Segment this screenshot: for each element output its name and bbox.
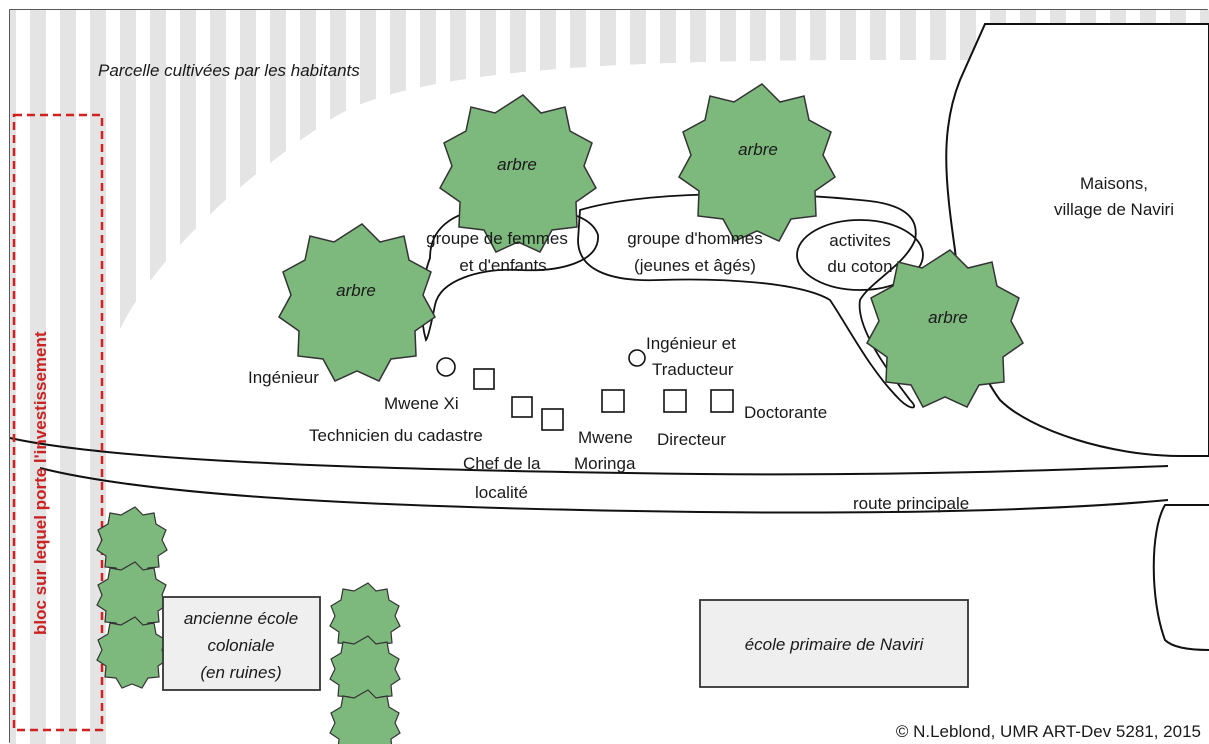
investment-block (12, 113, 104, 732)
men-group-label-line2: (jeunes et âgés) (634, 256, 756, 275)
participant-label-chef-line2: localité (475, 483, 528, 502)
colonial-school-building (162, 596, 321, 691)
small-tree (329, 689, 401, 744)
road-upper-edge (9, 437, 1169, 476)
colonial-school-label-line1: ancienne école (184, 609, 298, 628)
participant-marker-chef (541, 408, 564, 431)
participant-label-directeur: Directeur (657, 430, 726, 449)
participant-label-mwene-xi: Mwene Xi (384, 394, 459, 413)
tree-label: arbre (336, 281, 376, 300)
tree-label: arbre (928, 308, 968, 327)
tree-top-right (678, 83, 836, 242)
village-label-line1: Maisons, (1080, 174, 1148, 193)
participant-label-ing-trad-line2: Traducteur (652, 360, 734, 379)
village-label-line2: village de Naviri (1054, 200, 1174, 219)
participant-marker-doctorante (710, 389, 734, 413)
cotton-label-line2: du coton (827, 257, 892, 276)
investment-block-label: bloc sur lequel porte l'investissement (31, 331, 50, 635)
women-group-label-line1: groupe de femmes (426, 229, 568, 248)
participant-label-technicien: Technicien du cadastre (309, 426, 483, 445)
lot-outline (1152, 504, 1209, 651)
road-lower-edge (39, 467, 1169, 514)
participant-label-ing-trad-line1: Ingénieur et (646, 334, 736, 353)
participant-label-mwene-moringa-line2: Moringa (574, 454, 636, 473)
participant-label-ingenieur: Ingénieur (248, 368, 319, 387)
women-group-label-line2: et d'enfants (459, 256, 546, 275)
participant-marker-technicien (511, 396, 533, 418)
participant-marker-ingenieur (436, 357, 456, 377)
participant-label-chef-line1: Chef de la (463, 454, 541, 473)
tree-label: arbre (738, 140, 778, 159)
participant-label-mwene-moringa-line1: Mwene (578, 428, 633, 447)
cotton-zone (796, 219, 924, 291)
small-trees (96, 506, 401, 744)
colonial-school-label-line3: (en ruines) (200, 663, 281, 682)
colonial-school-label-line2: coloniale (207, 636, 274, 655)
tree-left (278, 223, 436, 382)
copyright-text: © N.Leblond, UMR ART-Dev 5281, 2015 (896, 722, 1201, 741)
men-group-zone (577, 193, 917, 409)
participant-marker-ing-trad (628, 349, 646, 367)
tree-label: arbre (497, 155, 537, 174)
cotton-label-line1: activites (829, 231, 890, 250)
participant-marker-mwene-xi (473, 368, 495, 390)
participant-marker-mwene-moringa (601, 389, 625, 413)
men-group-label-line1: groupe d'hommes (627, 229, 763, 248)
cultivated-parcel (10, 10, 1209, 744)
participant-marker-directeur (663, 389, 687, 413)
participant-label-doctorante: Doctorante (744, 403, 827, 422)
left-strip-stripes (10, 440, 100, 744)
road-label: route principale (853, 494, 969, 513)
tree-top-center (439, 94, 597, 253)
primary-school-building (699, 599, 969, 688)
primary-school-label: école primaire de Naviri (745, 635, 925, 654)
parcel-label: Parcelle cultivées par les habitants (98, 61, 360, 80)
tree-right (866, 249, 1024, 408)
